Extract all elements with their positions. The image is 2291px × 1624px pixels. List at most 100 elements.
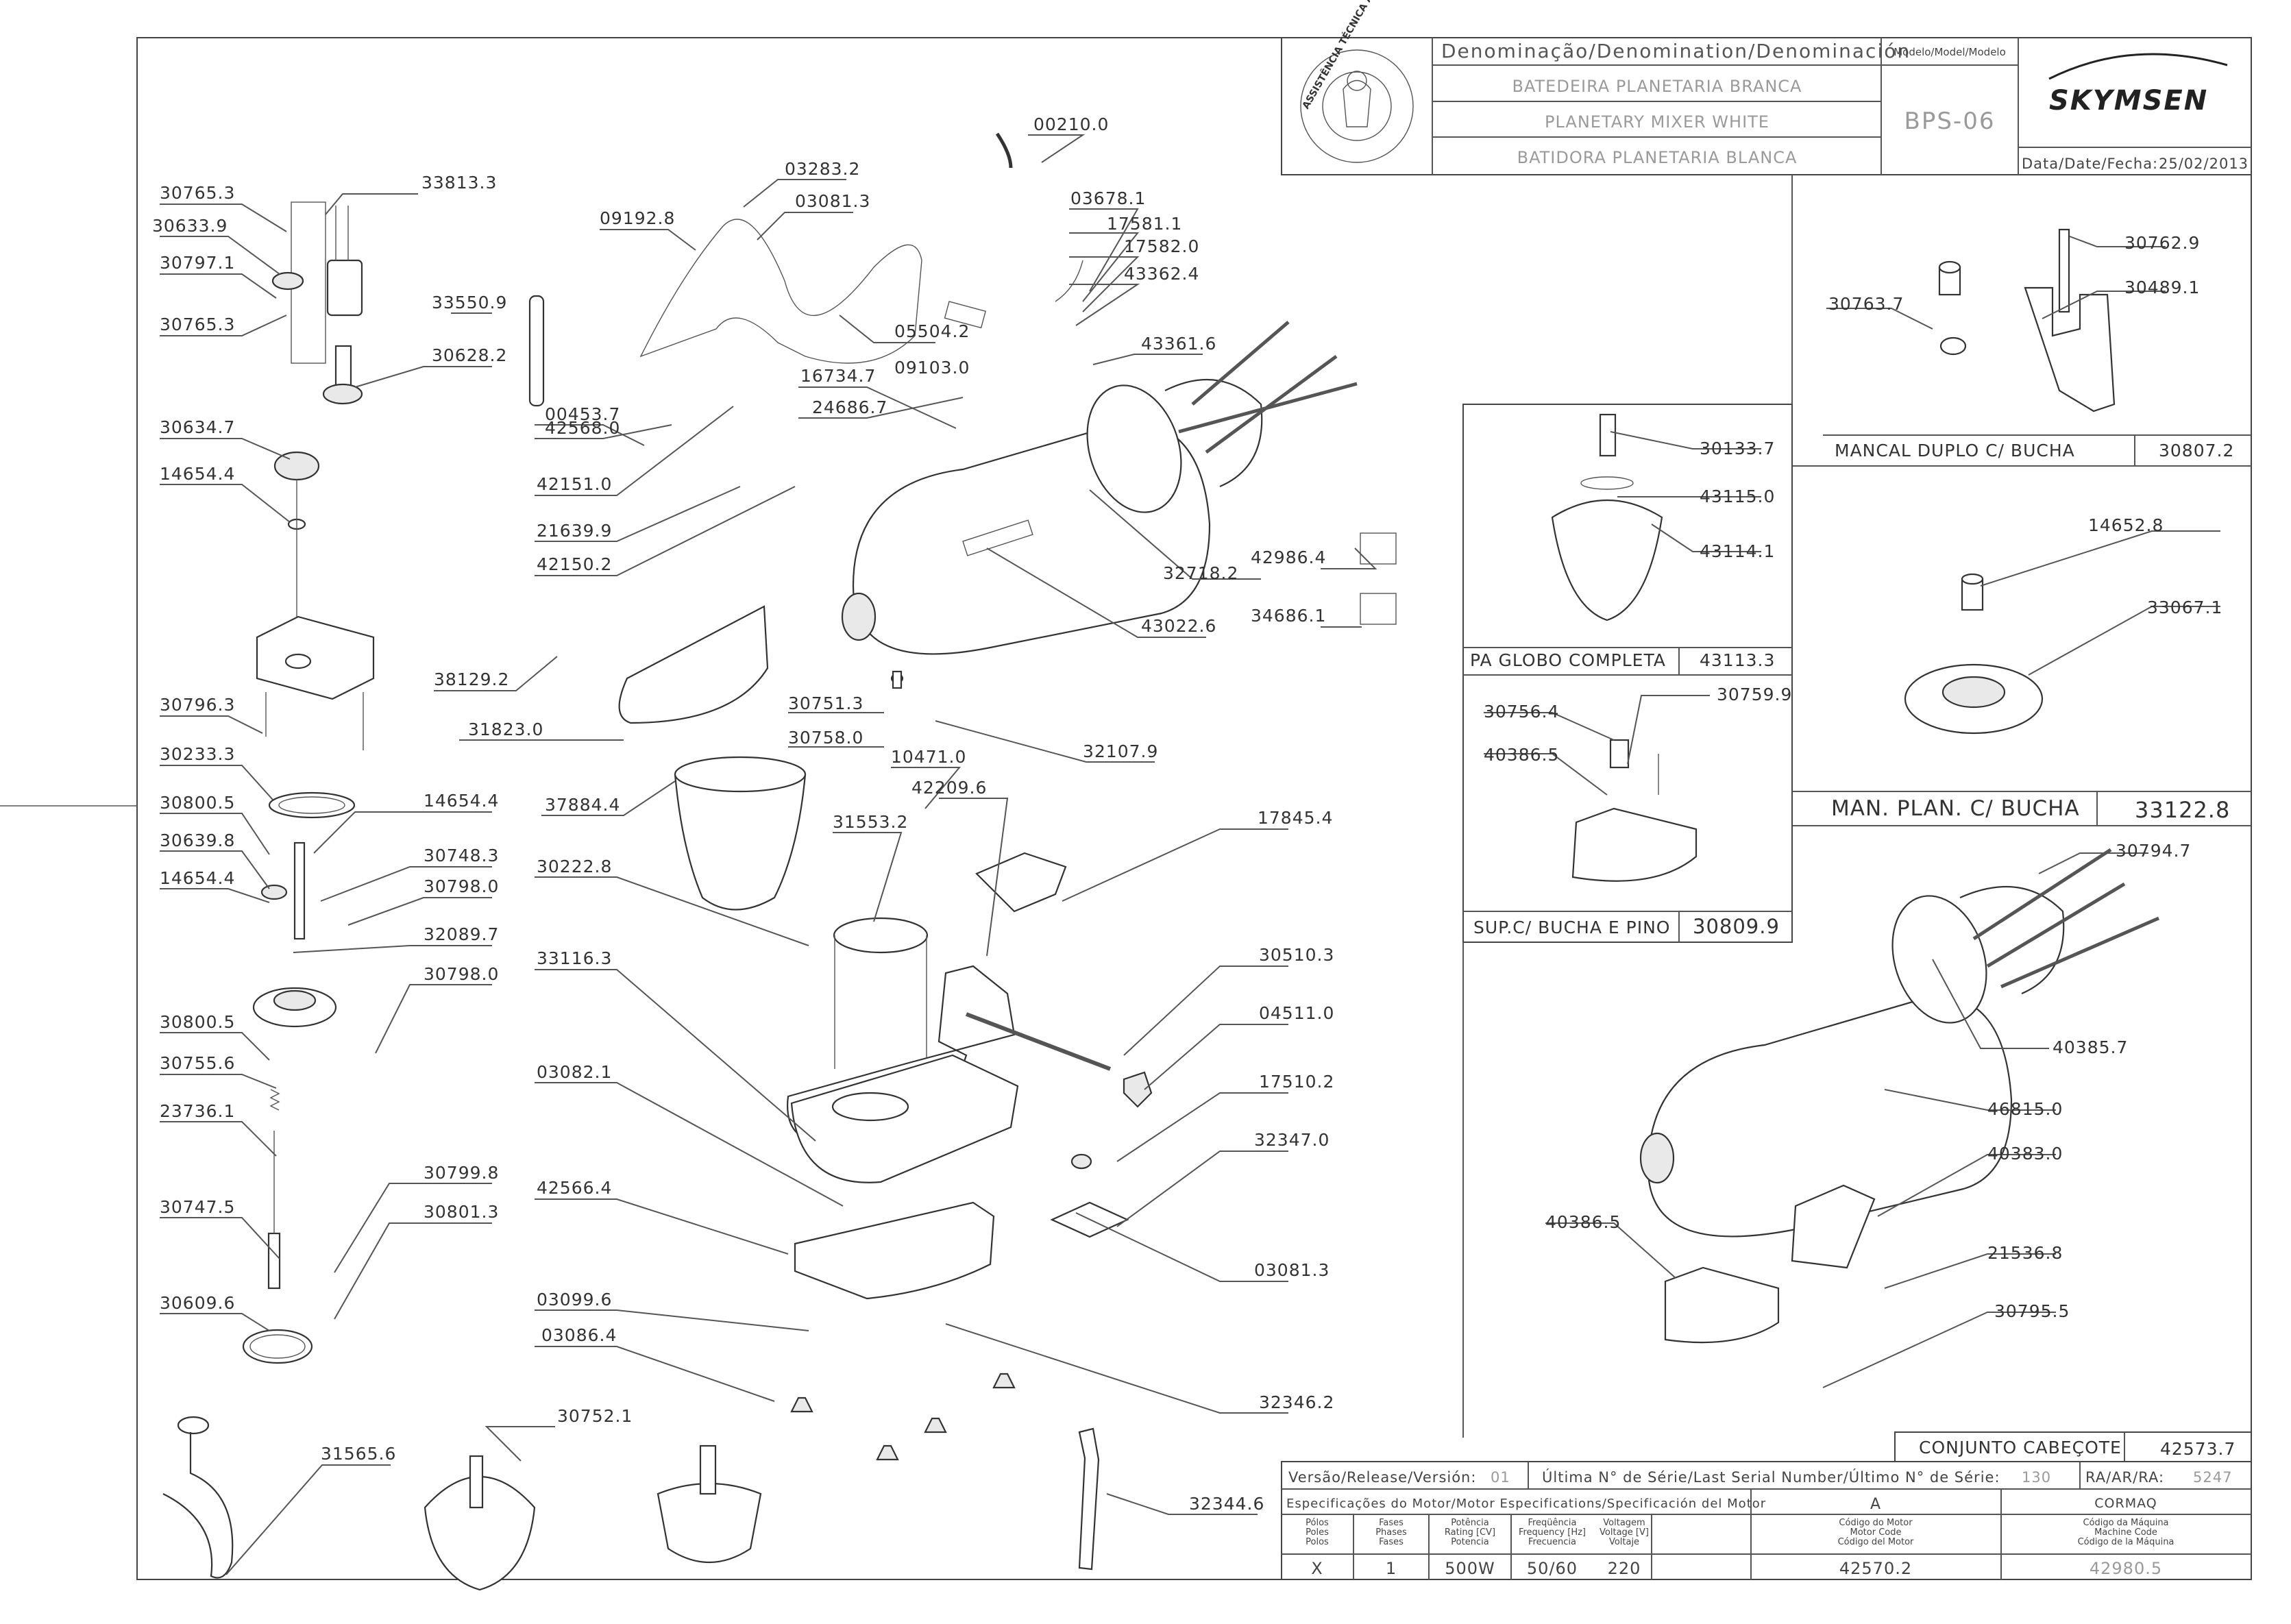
svg-text:ASSISTÊNCIA TÉCNICA AUTORIZADA: ASSISTÊNCIA TÉCNICA AUTORIZADA (1300, 0, 1407, 111)
part-number-label: 30798.0 (424, 876, 499, 896)
subassembly-code: 30809.9 (1693, 915, 1780, 938)
part-number-label: 21536.8 (1987, 1243, 2063, 1263)
part-number-label: 40386.5 (1484, 745, 1559, 765)
name-en: PLANETARY MIXER WHITE (1545, 112, 1769, 132)
spec-poles-value: X (1311, 1559, 1323, 1578)
part-number-label: 30799.8 (424, 1163, 499, 1183)
seal-logo: ASSISTÊNCIA TÉCNICA AUTORIZADA (1300, 0, 1414, 163)
part-number-label: 32718.2 (1163, 563, 1238, 583)
spec-header-line: Código da Máquina (2083, 1518, 2168, 1528)
subassembly-code: 43113.3 (1700, 650, 1775, 670)
part-number-label: 30801.3 (424, 1202, 499, 1222)
part-number-label: 42986.4 (1251, 548, 1326, 567)
part-number-label: 46815.0 (1987, 1099, 2063, 1119)
col-a: A (1870, 1496, 1881, 1513)
part-number-label: 30634.7 (160, 417, 235, 437)
footer-table: Versão/Release/Versión: 01 Última N° de … (1281, 1461, 2252, 1580)
part-number-label: 30759.9 (1717, 685, 1792, 704)
part-number-label: 09192.8 (600, 208, 675, 228)
part-number-label: 17510.2 (1259, 1072, 1334, 1092)
part-number-label: 30752.1 (557, 1406, 633, 1426)
name-es: BATIDORA PLANETARIA BLANCA (1517, 148, 1798, 167)
part-number-label: 23736.1 (160, 1101, 235, 1121)
part-number-label: 30133.7 (1700, 439, 1775, 458)
part-number-label: 43114.1 (1700, 541, 1775, 561)
part-number-label: 30797.1 (160, 253, 235, 273)
part-number-label: 21639.9 (537, 521, 612, 541)
part-number-label: 30765.3 (160, 183, 235, 203)
leader-lines (160, 134, 2220, 1575)
version-label: Versão/Release/Versión: (1288, 1469, 1476, 1486)
spec-header-line: Phases (1375, 1527, 1407, 1538)
part-number-label: 43022.6 (1141, 616, 1216, 636)
part-number-label: 05504.2 (894, 321, 970, 341)
part-number-label: 34686.1 (1251, 606, 1326, 626)
spec-header-line: Voltage [V] (1600, 1527, 1649, 1538)
spec-header-line: Voltaje (1609, 1537, 1639, 1547)
part-number-label: 30798.0 (424, 964, 499, 984)
spec-header-line: Motor Code (1850, 1527, 1902, 1538)
part-number-label: 30747.5 (160, 1197, 235, 1217)
spec-header-line: Código del Motor (1838, 1537, 1914, 1547)
part-number-label: 33067.1 (2147, 598, 2222, 617)
part-number-label: 32089.7 (424, 924, 499, 944)
part-number-label: 09103.0 (894, 358, 970, 378)
brand-logo: SKYMSEN (2048, 53, 2228, 116)
spec-header-line: Poles (1306, 1527, 1329, 1538)
part-number-label: 38129.2 (434, 669, 509, 689)
part-number-label: 33116.3 (537, 948, 612, 968)
part-number-label: 42151.0 (537, 474, 612, 494)
spec-header-line: Fases (1379, 1518, 1404, 1528)
part-number-label: 30751.3 (788, 693, 863, 713)
part-number-label: 30795.5 (1994, 1301, 2070, 1321)
part-number-label: 03283.2 (785, 159, 860, 179)
part-number-label: 30755.6 (160, 1053, 235, 1073)
part-number-label: 30800.5 (160, 1012, 235, 1032)
part-number-label: 40383.0 (1987, 1144, 2063, 1164)
spec-header-line: Pólos (1306, 1518, 1329, 1528)
motor-spec-label: Especificações do Motor/Motor Especifica… (1286, 1497, 1766, 1511)
part-number-label: 30765.3 (160, 315, 235, 334)
part-number-label: 03099.6 (537, 1290, 612, 1309)
part-number-label: 14654.4 (160, 464, 235, 484)
spec-header-line: Machine Code (2094, 1527, 2157, 1538)
col-cormaq: CORMAQ (2094, 1496, 2157, 1511)
machine-code-value: 42980.5 (2090, 1559, 2162, 1578)
parts-center (618, 132, 1397, 1461)
right-panels: MANCAL DUPLO C/ BUCHA 30807.2 PA GLOBO C… (1462, 175, 2252, 1462)
subassembly-name: SUP.C/ BUCHA E PINO (1473, 918, 1670, 937)
date-value: 25/02/2013 (2159, 156, 2249, 172)
part-number-label: 30222.8 (537, 857, 612, 876)
spec-header-line: Frequency [Hz] (1519, 1527, 1586, 1538)
part-number-label: 31823.0 (468, 719, 543, 739)
parts-left-column (162, 201, 1100, 1591)
spec-header-line: Rating [CV] (1445, 1527, 1495, 1538)
spec-header-line: Polos (1306, 1537, 1329, 1547)
part-number-label: 30800.5 (160, 793, 235, 813)
part-number-label: 10471.0 (891, 747, 966, 767)
part-number-label: 03081.3 (795, 191, 870, 211)
svg-text:SKYMSEN: SKYMSEN (2049, 85, 2208, 116)
spec-phases-value: 1 (1386, 1559, 1397, 1578)
parts-right (1551, 228, 2159, 1344)
part-number-label: 30748.3 (424, 846, 499, 865)
part-number-label: 30758.0 (788, 728, 863, 748)
part-number-label: 33813.3 (421, 173, 497, 193)
model-header: Modelo/Model/Modelo (1894, 46, 2006, 58)
part-number-label: 30794.7 (2116, 841, 2191, 861)
part-number-label: 30762.9 (2124, 233, 2200, 253)
part-number-label: 40386.5 (1545, 1212, 1621, 1232)
subassembly-code: 30807.2 (2159, 441, 2234, 460)
serial-value: 130 (2022, 1469, 2051, 1486)
part-number-label: 03086.4 (541, 1325, 617, 1345)
spec-header-line: Código do Motor (1839, 1518, 1913, 1528)
model-code: BPS-06 (1904, 108, 1996, 135)
ra-value: 5247 (2193, 1469, 2232, 1486)
part-number-label: 16734.7 (800, 366, 876, 386)
title-block: ASSISTÊNCIA TÉCNICA AUTORIZADA Denominaç… (1281, 0, 2252, 175)
spec-frequency-value: 50/60 (1527, 1559, 1578, 1578)
date-label: Data/Date/Fecha: (2022, 156, 2158, 172)
spec-voltage-value: 220 (1608, 1559, 1641, 1578)
subassembly-code: 33122.8 (2135, 797, 2230, 823)
denomination-header: Denominação/Denomination/Denominación (1441, 40, 1911, 62)
